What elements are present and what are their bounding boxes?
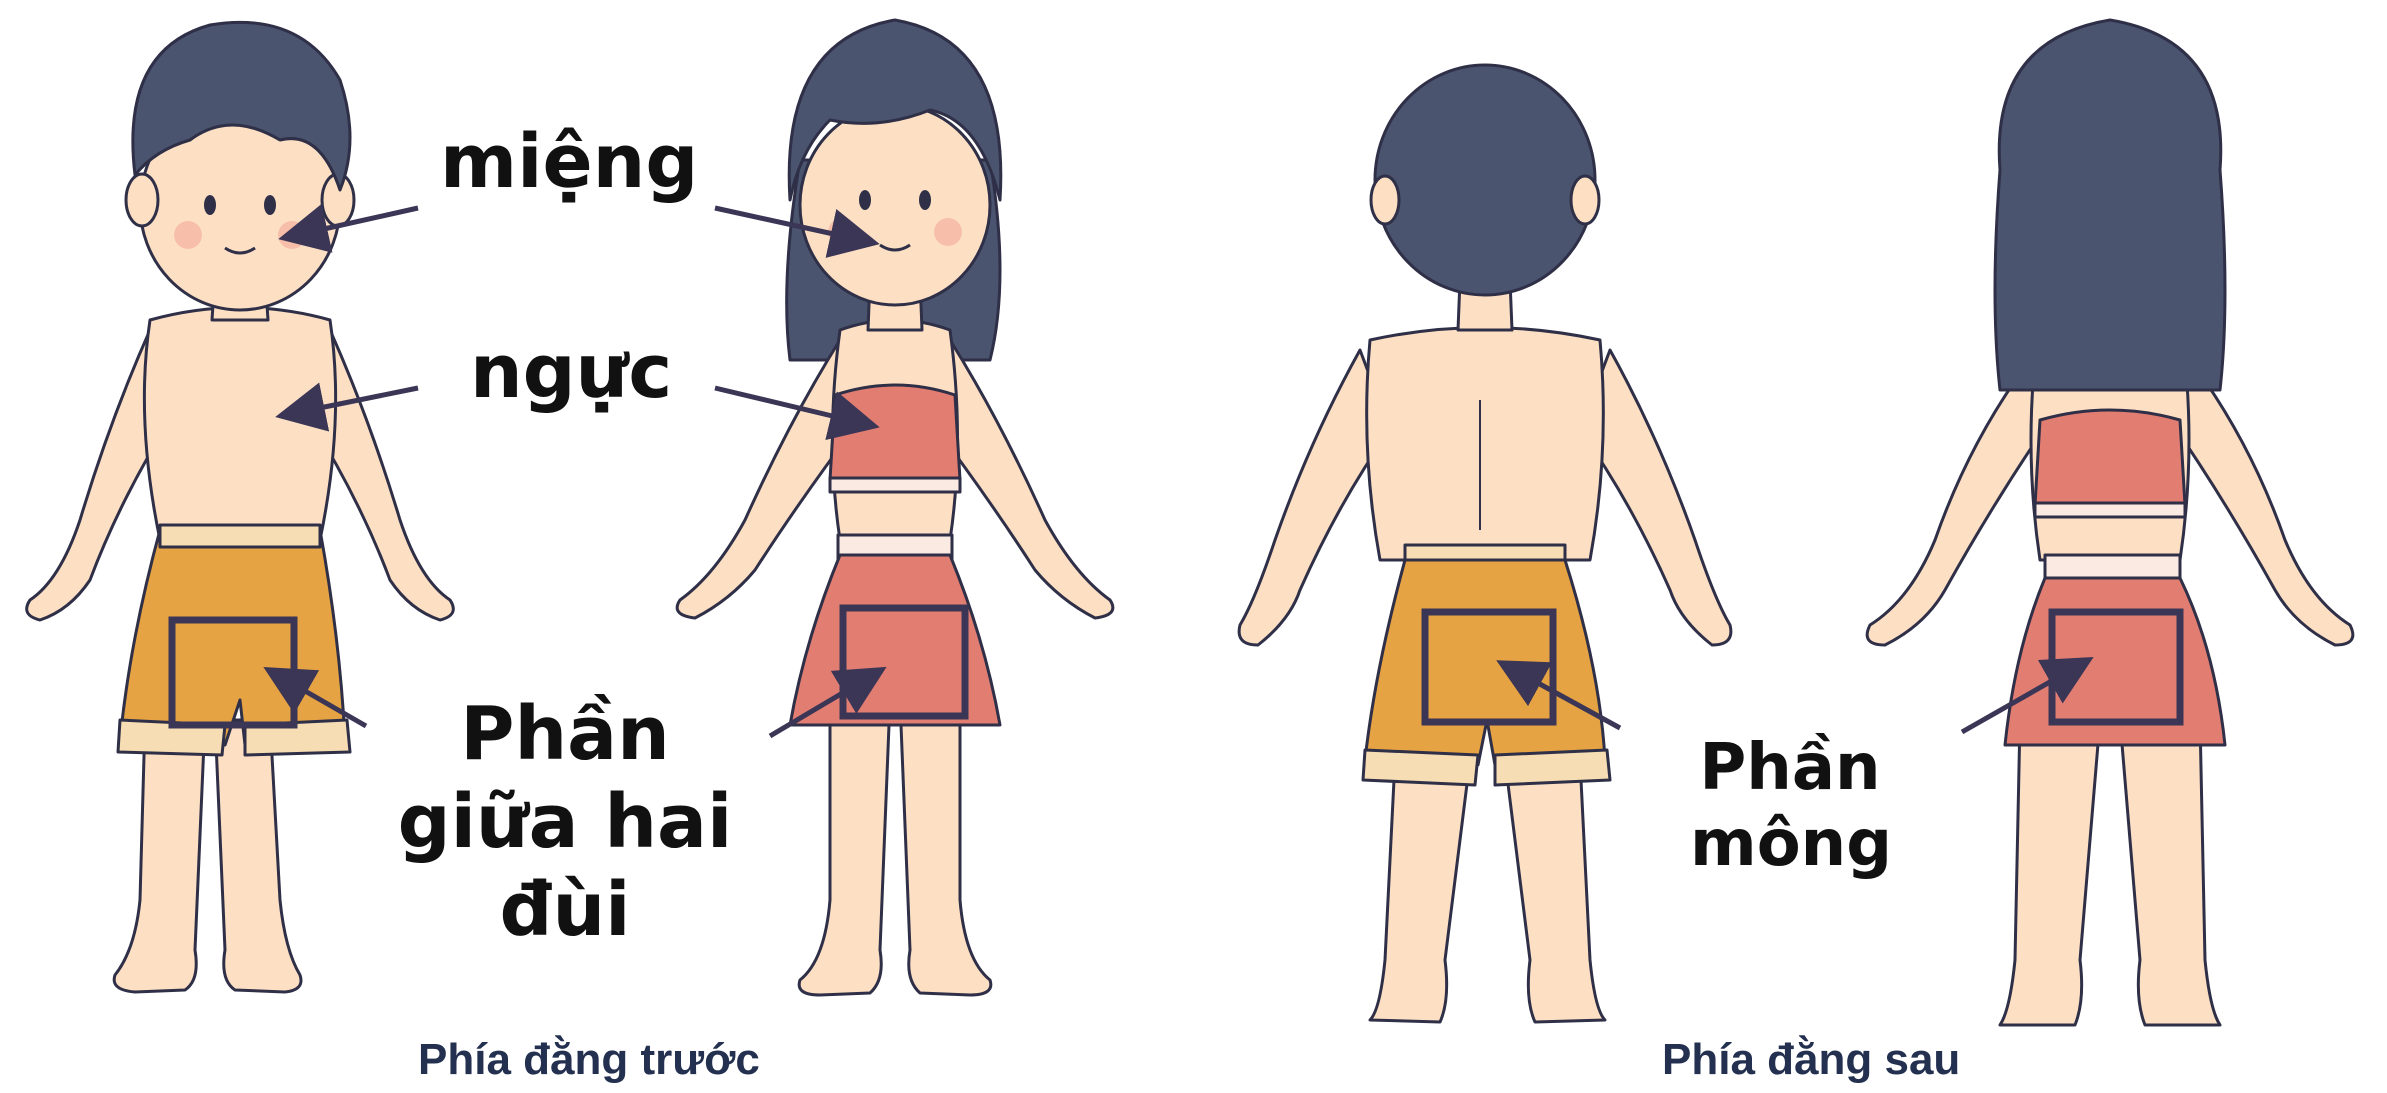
- label-butt-line2: mông: [1690, 806, 1890, 882]
- boy-back-figure: [1239, 65, 1731, 1022]
- caption-front: Phía đằng trước: [418, 1035, 760, 1085]
- pointer-arrows: [272, 208, 2085, 736]
- girl-back-figure: [1867, 20, 2353, 1025]
- label-groin: Phần giữa hai đùi: [395, 690, 735, 954]
- label-groin-line1: Phần: [395, 690, 735, 778]
- label-chest: ngực: [470, 330, 672, 415]
- label-butt-line1: Phần: [1690, 730, 1890, 806]
- boy-front-figure: [27, 22, 454, 992]
- label-mouth: miệng: [440, 120, 698, 205]
- caption-back: Phía đằng sau: [1662, 1035, 1960, 1085]
- girl-front-figure: [677, 20, 1113, 995]
- label-buttocks: Phần mông: [1690, 730, 1890, 882]
- label-groin-line3: đùi: [395, 866, 735, 954]
- label-groin-line2: giữa hai: [395, 778, 735, 866]
